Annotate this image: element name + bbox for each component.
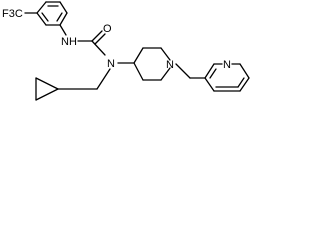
structure-canvas: F3C N H O N N <box>0 0 260 119</box>
atom-label-urea-n: N <box>107 58 115 70</box>
bond-carbonyl-o-1 <box>91 30 103 42</box>
cyclopropyl-ring <box>35 77 59 101</box>
bond-ring-nh <box>59 24 67 36</box>
piperidine-ring <box>133 47 171 81</box>
atom-label-carbonyl-o: O <box>103 23 112 35</box>
atom-label-cf3: F3C <box>2 8 23 20</box>
pyridine-ring <box>204 63 250 92</box>
bond-n-ch2 <box>96 68 111 90</box>
bond-carbonyl-o-2 <box>94 33 106 45</box>
atom-label-amide-h: H <box>69 36 77 48</box>
bond-ethyl-1 <box>175 63 191 79</box>
atom-label-piperidine-n: N <box>166 59 174 71</box>
atom-label-amide-n: N <box>61 36 69 48</box>
phenyl-ring <box>36 1 68 26</box>
atom-label-pyridine-n: N <box>223 59 231 71</box>
structural-formula: F3C N H O N N <box>2 1 250 101</box>
bond-carbonyl-n <box>91 40 106 56</box>
